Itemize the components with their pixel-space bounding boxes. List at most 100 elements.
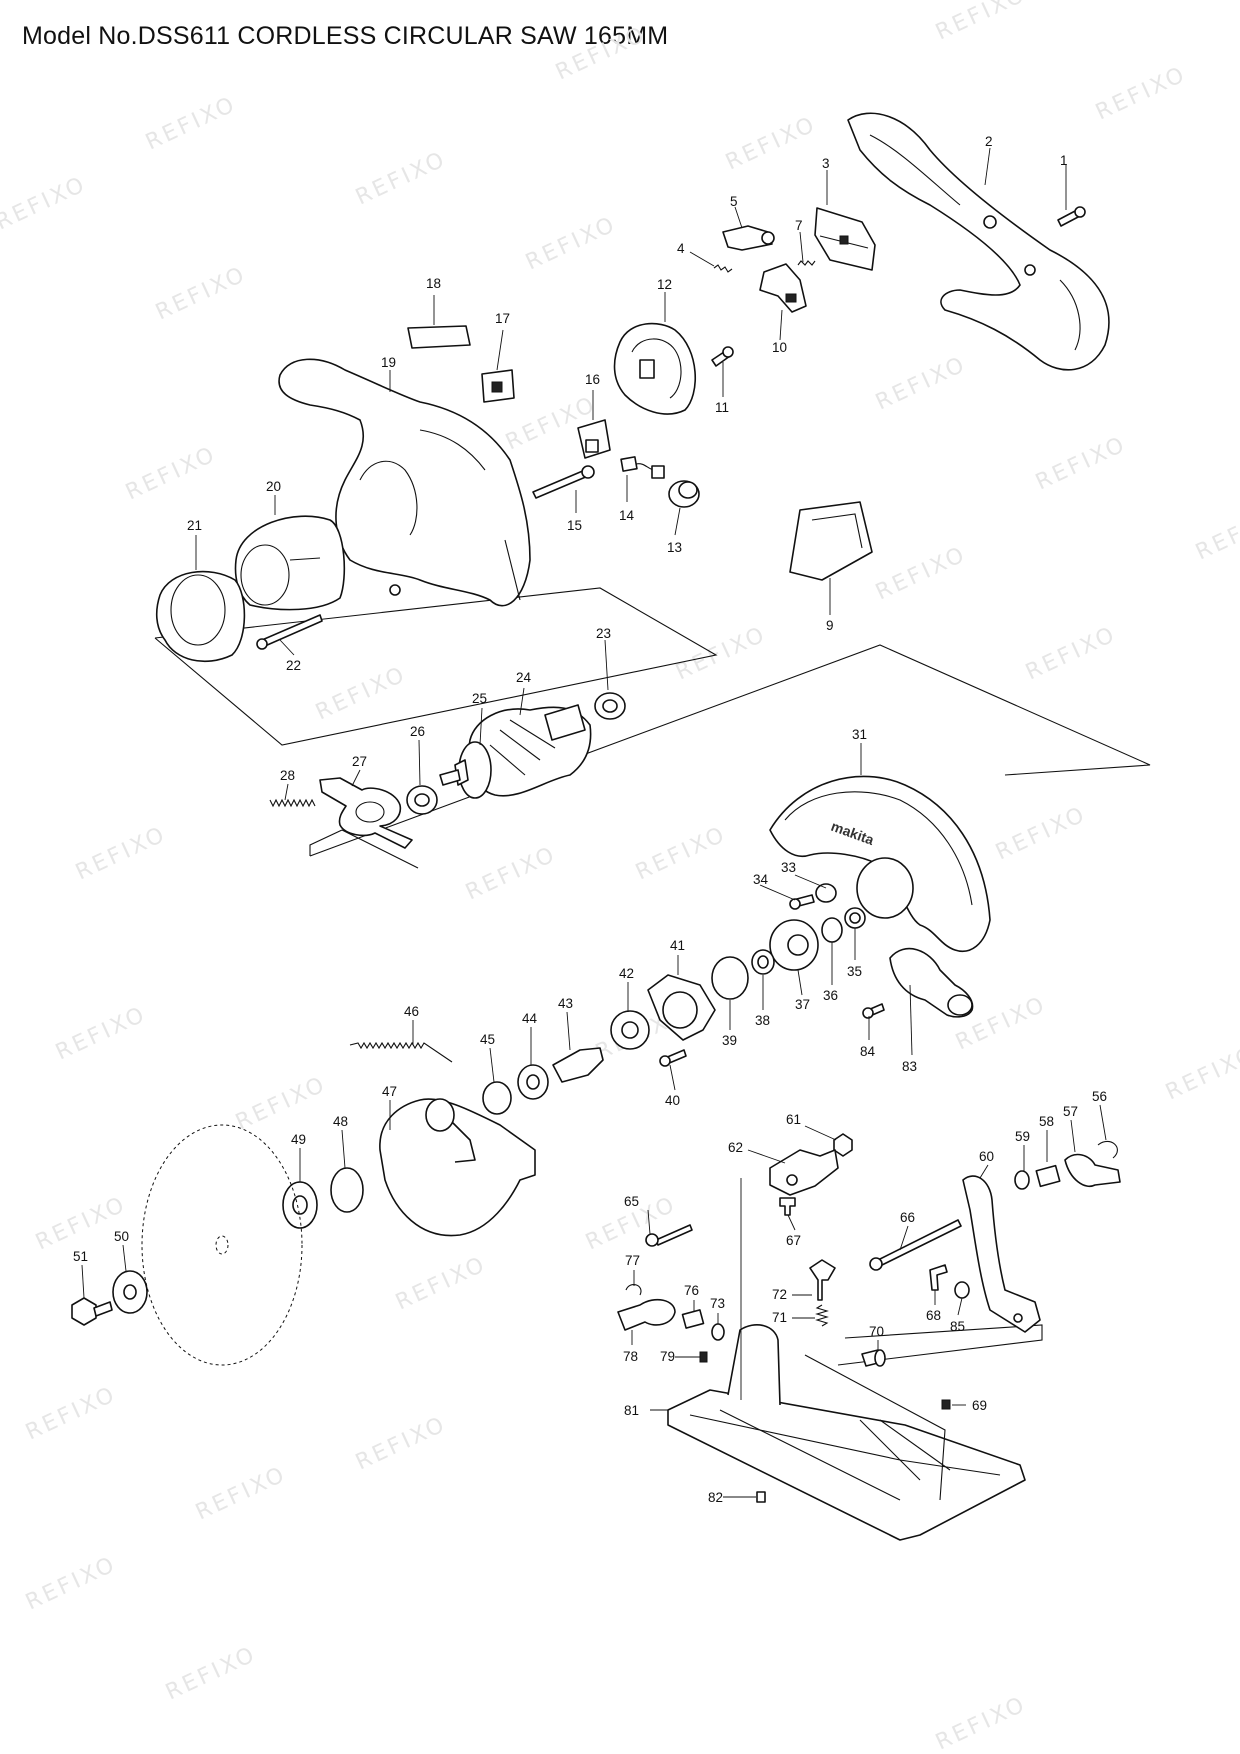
svg-text:REFIXO: REFIXO bbox=[632, 822, 731, 886]
svg-text:REFIXO: REFIXO bbox=[522, 212, 621, 276]
part-label: 49 bbox=[291, 1132, 306, 1147]
part-label: 24 bbox=[516, 670, 532, 685]
svg-text:REFIXO: REFIXO bbox=[352, 147, 451, 211]
part-label: 66 bbox=[900, 1210, 915, 1225]
part-14-carbon-brush bbox=[620, 456, 665, 479]
part-label: 1 bbox=[1060, 153, 1068, 168]
part-41-bearing-retainer bbox=[647, 974, 716, 1041]
part-label: 31 bbox=[852, 727, 867, 742]
part-67-screw bbox=[779, 1197, 796, 1216]
part-label: 59 bbox=[1015, 1129, 1030, 1144]
svg-text:REFIXO: REFIXO bbox=[1032, 432, 1131, 496]
part-79-set-screw bbox=[699, 1351, 708, 1363]
part-label: 83 bbox=[902, 1059, 917, 1074]
saw-blade bbox=[141, 1124, 303, 1366]
part-label: 38 bbox=[755, 1013, 770, 1028]
part-label: 13 bbox=[667, 540, 682, 555]
part-57-lever bbox=[1064, 1153, 1121, 1187]
part-label: 73 bbox=[710, 1296, 725, 1311]
part-label: 23 bbox=[596, 626, 611, 641]
part-5-lock-lever bbox=[722, 225, 775, 251]
part-31-blade-guard: makita bbox=[769, 775, 991, 952]
part-65-bolt bbox=[645, 1224, 693, 1247]
part-50-outer-flange bbox=[112, 1270, 148, 1314]
part-61-nut bbox=[833, 1133, 853, 1157]
part-label: 16 bbox=[585, 372, 600, 387]
part-label: 37 bbox=[795, 997, 810, 1012]
part-label: 57 bbox=[1063, 1104, 1078, 1119]
svg-text:REFIXO: REFIXO bbox=[312, 662, 411, 726]
part-4-spring bbox=[713, 264, 733, 273]
part-42-bearing bbox=[610, 1010, 650, 1050]
part-label: 28 bbox=[280, 768, 295, 783]
part-label: 71 bbox=[772, 1310, 787, 1325]
part-label: 76 bbox=[684, 1283, 699, 1298]
part-label: 21 bbox=[187, 518, 202, 533]
svg-text:REFIXO: REFIXO bbox=[32, 1192, 131, 1256]
part-label: 51 bbox=[73, 1249, 88, 1264]
part-label: 68 bbox=[926, 1308, 941, 1323]
part-48-ring bbox=[330, 1167, 364, 1213]
part-11-screw bbox=[711, 346, 734, 367]
part-37-gear bbox=[769, 919, 819, 971]
part-label: 12 bbox=[657, 277, 672, 292]
svg-text:REFIXO: REFIXO bbox=[722, 112, 821, 176]
svg-text:REFIXO: REFIXO bbox=[72, 822, 171, 886]
part-15-long-screw bbox=[532, 465, 595, 499]
part-36-pinion bbox=[821, 917, 843, 943]
part-23-bearing bbox=[594, 692, 626, 720]
part-18-label bbox=[407, 325, 471, 349]
part-label: 58 bbox=[1039, 1114, 1054, 1129]
part-60-bevel-bracket bbox=[962, 1175, 1041, 1333]
part-label: 81 bbox=[624, 1403, 639, 1418]
part-24-armature bbox=[468, 704, 592, 797]
part-78-lever bbox=[617, 1298, 676, 1331]
part-label: 17 bbox=[495, 311, 510, 326]
part-label: 72 bbox=[772, 1287, 787, 1302]
part-label: 4 bbox=[677, 241, 685, 256]
part-label: 48 bbox=[333, 1114, 348, 1129]
svg-text:REFIXO: REFIXO bbox=[462, 842, 561, 906]
part-73-washer bbox=[711, 1323, 725, 1341]
part-label: 39 bbox=[722, 1033, 737, 1048]
part-66-bolt bbox=[869, 1219, 962, 1271]
part-label: 82 bbox=[708, 1490, 723, 1505]
part-label: 61 bbox=[786, 1112, 801, 1127]
part-label: 10 bbox=[772, 340, 787, 355]
part-label: 47 bbox=[382, 1084, 397, 1099]
part-51-hex-bolt bbox=[71, 1297, 113, 1326]
part-34-bolt bbox=[789, 894, 815, 910]
part-25-fan bbox=[439, 741, 492, 799]
page-title: Model No.DSS611 CORDLESS CIRCULAR SAW 16… bbox=[22, 22, 669, 50]
svg-text:REFIXO: REFIXO bbox=[22, 1552, 121, 1616]
svg-text:REFIXO: REFIXO bbox=[392, 1252, 491, 1316]
part-label: 85 bbox=[950, 1319, 965, 1334]
part-3-switch bbox=[814, 207, 876, 271]
part-label: 70 bbox=[869, 1324, 884, 1339]
part-72-wing-bolt bbox=[809, 1259, 836, 1301]
part-label: 3 bbox=[822, 156, 830, 171]
part-label: 33 bbox=[781, 860, 796, 875]
part-label: 78 bbox=[623, 1349, 638, 1364]
part-62-bracket bbox=[769, 1149, 839, 1196]
svg-text:REFIXO: REFIXO bbox=[872, 352, 971, 416]
svg-text:REFIXO: REFIXO bbox=[152, 262, 251, 326]
part-label: 79 bbox=[660, 1349, 675, 1364]
part-76-sleeve bbox=[681, 1309, 705, 1329]
part-label: 50 bbox=[114, 1229, 129, 1244]
part-38-ring bbox=[751, 949, 775, 975]
part-33-collar bbox=[815, 883, 837, 903]
part-46-spring bbox=[349, 1041, 453, 1063]
part-label: 46 bbox=[404, 1004, 419, 1019]
part-label: 11 bbox=[715, 400, 729, 415]
svg-text:REFIXO: REFIXO bbox=[0, 172, 91, 236]
part-35-bearing bbox=[844, 907, 866, 929]
part-label: 26 bbox=[410, 724, 425, 739]
part-label: 9 bbox=[826, 618, 834, 633]
svg-text:REFIXO: REFIXO bbox=[352, 1412, 451, 1476]
part-16-brush-holder bbox=[577, 419, 611, 459]
part-17-terminal bbox=[481, 369, 515, 403]
part-59-washer bbox=[1014, 1170, 1030, 1190]
svg-text:REFIXO: REFIXO bbox=[1192, 502, 1240, 566]
